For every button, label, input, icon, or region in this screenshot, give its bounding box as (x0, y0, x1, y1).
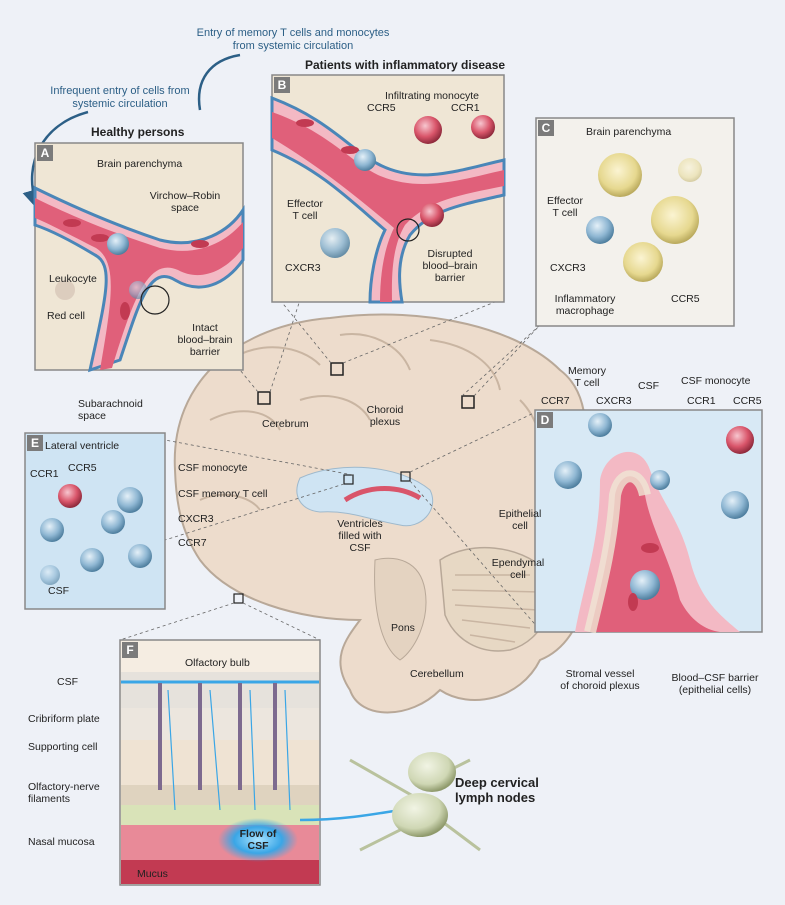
label-d-ependymal-cell: Ependymal cell (491, 557, 545, 581)
panel-letter-c: C (538, 120, 554, 136)
label-subarachnoid-space: Subarachnoid space (78, 398, 143, 422)
panel-letter-e: E (27, 435, 43, 451)
label-d-csf-monocyte: CSF monocyte (681, 375, 751, 387)
label-ventricles: Ventricles filled with CSF (337, 518, 383, 554)
label-a-leukocyte: Leukocyte (49, 273, 97, 285)
label-c-brain-parenchyma: Brain parenchyma (586, 126, 672, 138)
label-d-cxcr3: CXCR3 (596, 395, 632, 407)
panel-letter-f: F (122, 642, 138, 658)
label-pons: Pons (391, 622, 415, 634)
panel-letter-a: A (37, 145, 53, 161)
label-b-cxcr3: CXCR3 (285, 262, 321, 274)
label-f-flow-of-csf: Flow of CSF (239, 828, 277, 852)
label-choroid-plexus: Choroid plexus (366, 404, 404, 428)
note-entry-memory: Entry of memory T cells and monocytes fr… (196, 27, 390, 52)
label-c-effector-t-cell: Effector T cell (547, 195, 583, 219)
label-e-ccr7: CCR7 (178, 537, 207, 549)
label-e-csf-monocyte: CSF monocyte (178, 462, 248, 474)
panel-c (535, 117, 735, 327)
heading-healthy: Healthy persons (91, 125, 185, 139)
label-b-ccr1: CCR1 (451, 102, 480, 114)
label-a-brain-parenchyma: Brain parenchyma (97, 158, 183, 170)
label-cerebrum: Cerebrum (262, 418, 309, 430)
label-c-cxcr3: CXCR3 (550, 262, 586, 274)
label-e-cxcr3: CXCR3 (178, 513, 214, 525)
label-f-cribriform-plate: Cribriform plate (28, 713, 100, 725)
label-e-ccr1: CCR1 (30, 468, 59, 480)
label-d-ccr7: CCR7 (541, 395, 570, 407)
label-d-epithelial-cell: Epithelial cell (498, 508, 542, 532)
panel-f (119, 639, 321, 886)
label-b-ccr5: CCR5 (367, 102, 396, 114)
panel-d (534, 409, 763, 634)
panel-b (270, 74, 506, 304)
label-b-disrupted-bbb: Disrupted blood–brain barrier (422, 248, 478, 284)
panel-letter-d: D (537, 412, 553, 428)
label-deep-cervical-lymph-nodes: Deep cervical lymph nodes (455, 775, 539, 805)
deep-cervical-lymph-nodes (299, 752, 481, 852)
label-f-csf: CSF (57, 676, 78, 688)
label-e-ccr5: CCR5 (68, 462, 97, 474)
panel-e (24, 432, 166, 610)
connector-lines (119, 299, 541, 641)
label-d-blood-csf-barrier: Blood–CSF barrier (epithelial cells) (671, 672, 759, 696)
label-a-virchow-robin: Virchow–Robin space (149, 190, 221, 214)
label-f-supporting-cell: Supporting cell (28, 741, 98, 753)
label-b-infiltrating-monocyte: Infiltrating monocyte (385, 90, 479, 102)
panel-letter-b: B (274, 77, 290, 93)
label-e-csf: CSF (48, 585, 69, 597)
heading-inflammatory: Patients with inflammatory disease (305, 58, 506, 72)
label-b-effector-t-cell: Effector T cell (287, 198, 323, 222)
label-c-inflammatory-macrophage: Inflammatory macrophage (554, 293, 616, 317)
label-a-red-cell: Red cell (47, 310, 85, 322)
label-a-intact-bbb: Intact blood–brain barrier (177, 322, 233, 358)
label-d-ccr1: CCR1 (687, 395, 716, 407)
label-e-csf-memory-t-cell: CSF memory T cell (178, 488, 268, 500)
label-c-ccr5: CCR5 (671, 293, 700, 305)
label-d-memory-t-cell: Memory T cell (568, 365, 606, 389)
label-f-olfactory-nerve: Olfactory-nerve filaments (28, 781, 100, 805)
label-f-mucus: Mucus (137, 868, 168, 880)
label-e-lateral-ventricle: Lateral ventricle (45, 440, 120, 452)
label-f-olfactory-bulb: Olfactory bulb (185, 657, 250, 669)
note-infrequent-entry: Infrequent entry of cells from systemic … (50, 85, 190, 110)
label-cerebellum: Cerebellum (410, 668, 464, 680)
label-d-csf: CSF (638, 380, 659, 392)
panel-a (33, 142, 245, 373)
label-f-nasal-mucosa: Nasal mucosa (28, 836, 95, 848)
label-d-stromal-vessel: Stromal vessel of choroid plexus (560, 668, 640, 692)
entry-arrow-center (197, 53, 241, 111)
label-d-ccr5: CCR5 (733, 395, 762, 407)
brain-sagittal (173, 313, 588, 714)
